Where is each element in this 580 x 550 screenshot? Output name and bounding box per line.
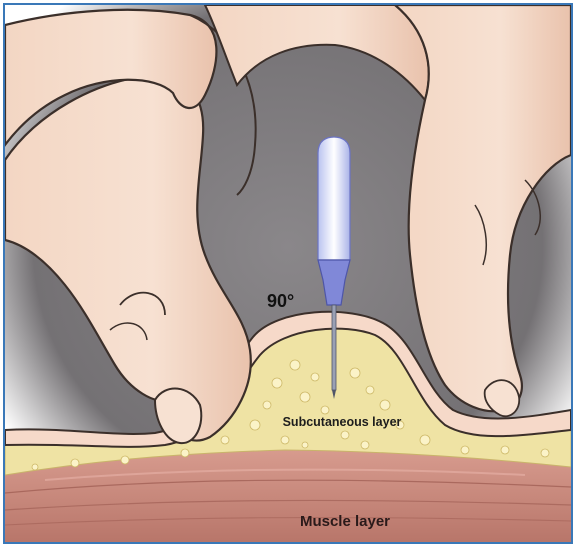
muscle-layer-label: Muscle layer (260, 513, 430, 530)
needle (332, 305, 336, 390)
illustration-frame: 90° Subcutaneous layer Muscle layer (3, 3, 573, 544)
syringe-barrel (318, 137, 350, 260)
angle-label: 90° (267, 291, 294, 312)
injection-illustration (5, 5, 571, 542)
subcutaneous-layer-label: Subcutaneous layer (267, 415, 417, 429)
